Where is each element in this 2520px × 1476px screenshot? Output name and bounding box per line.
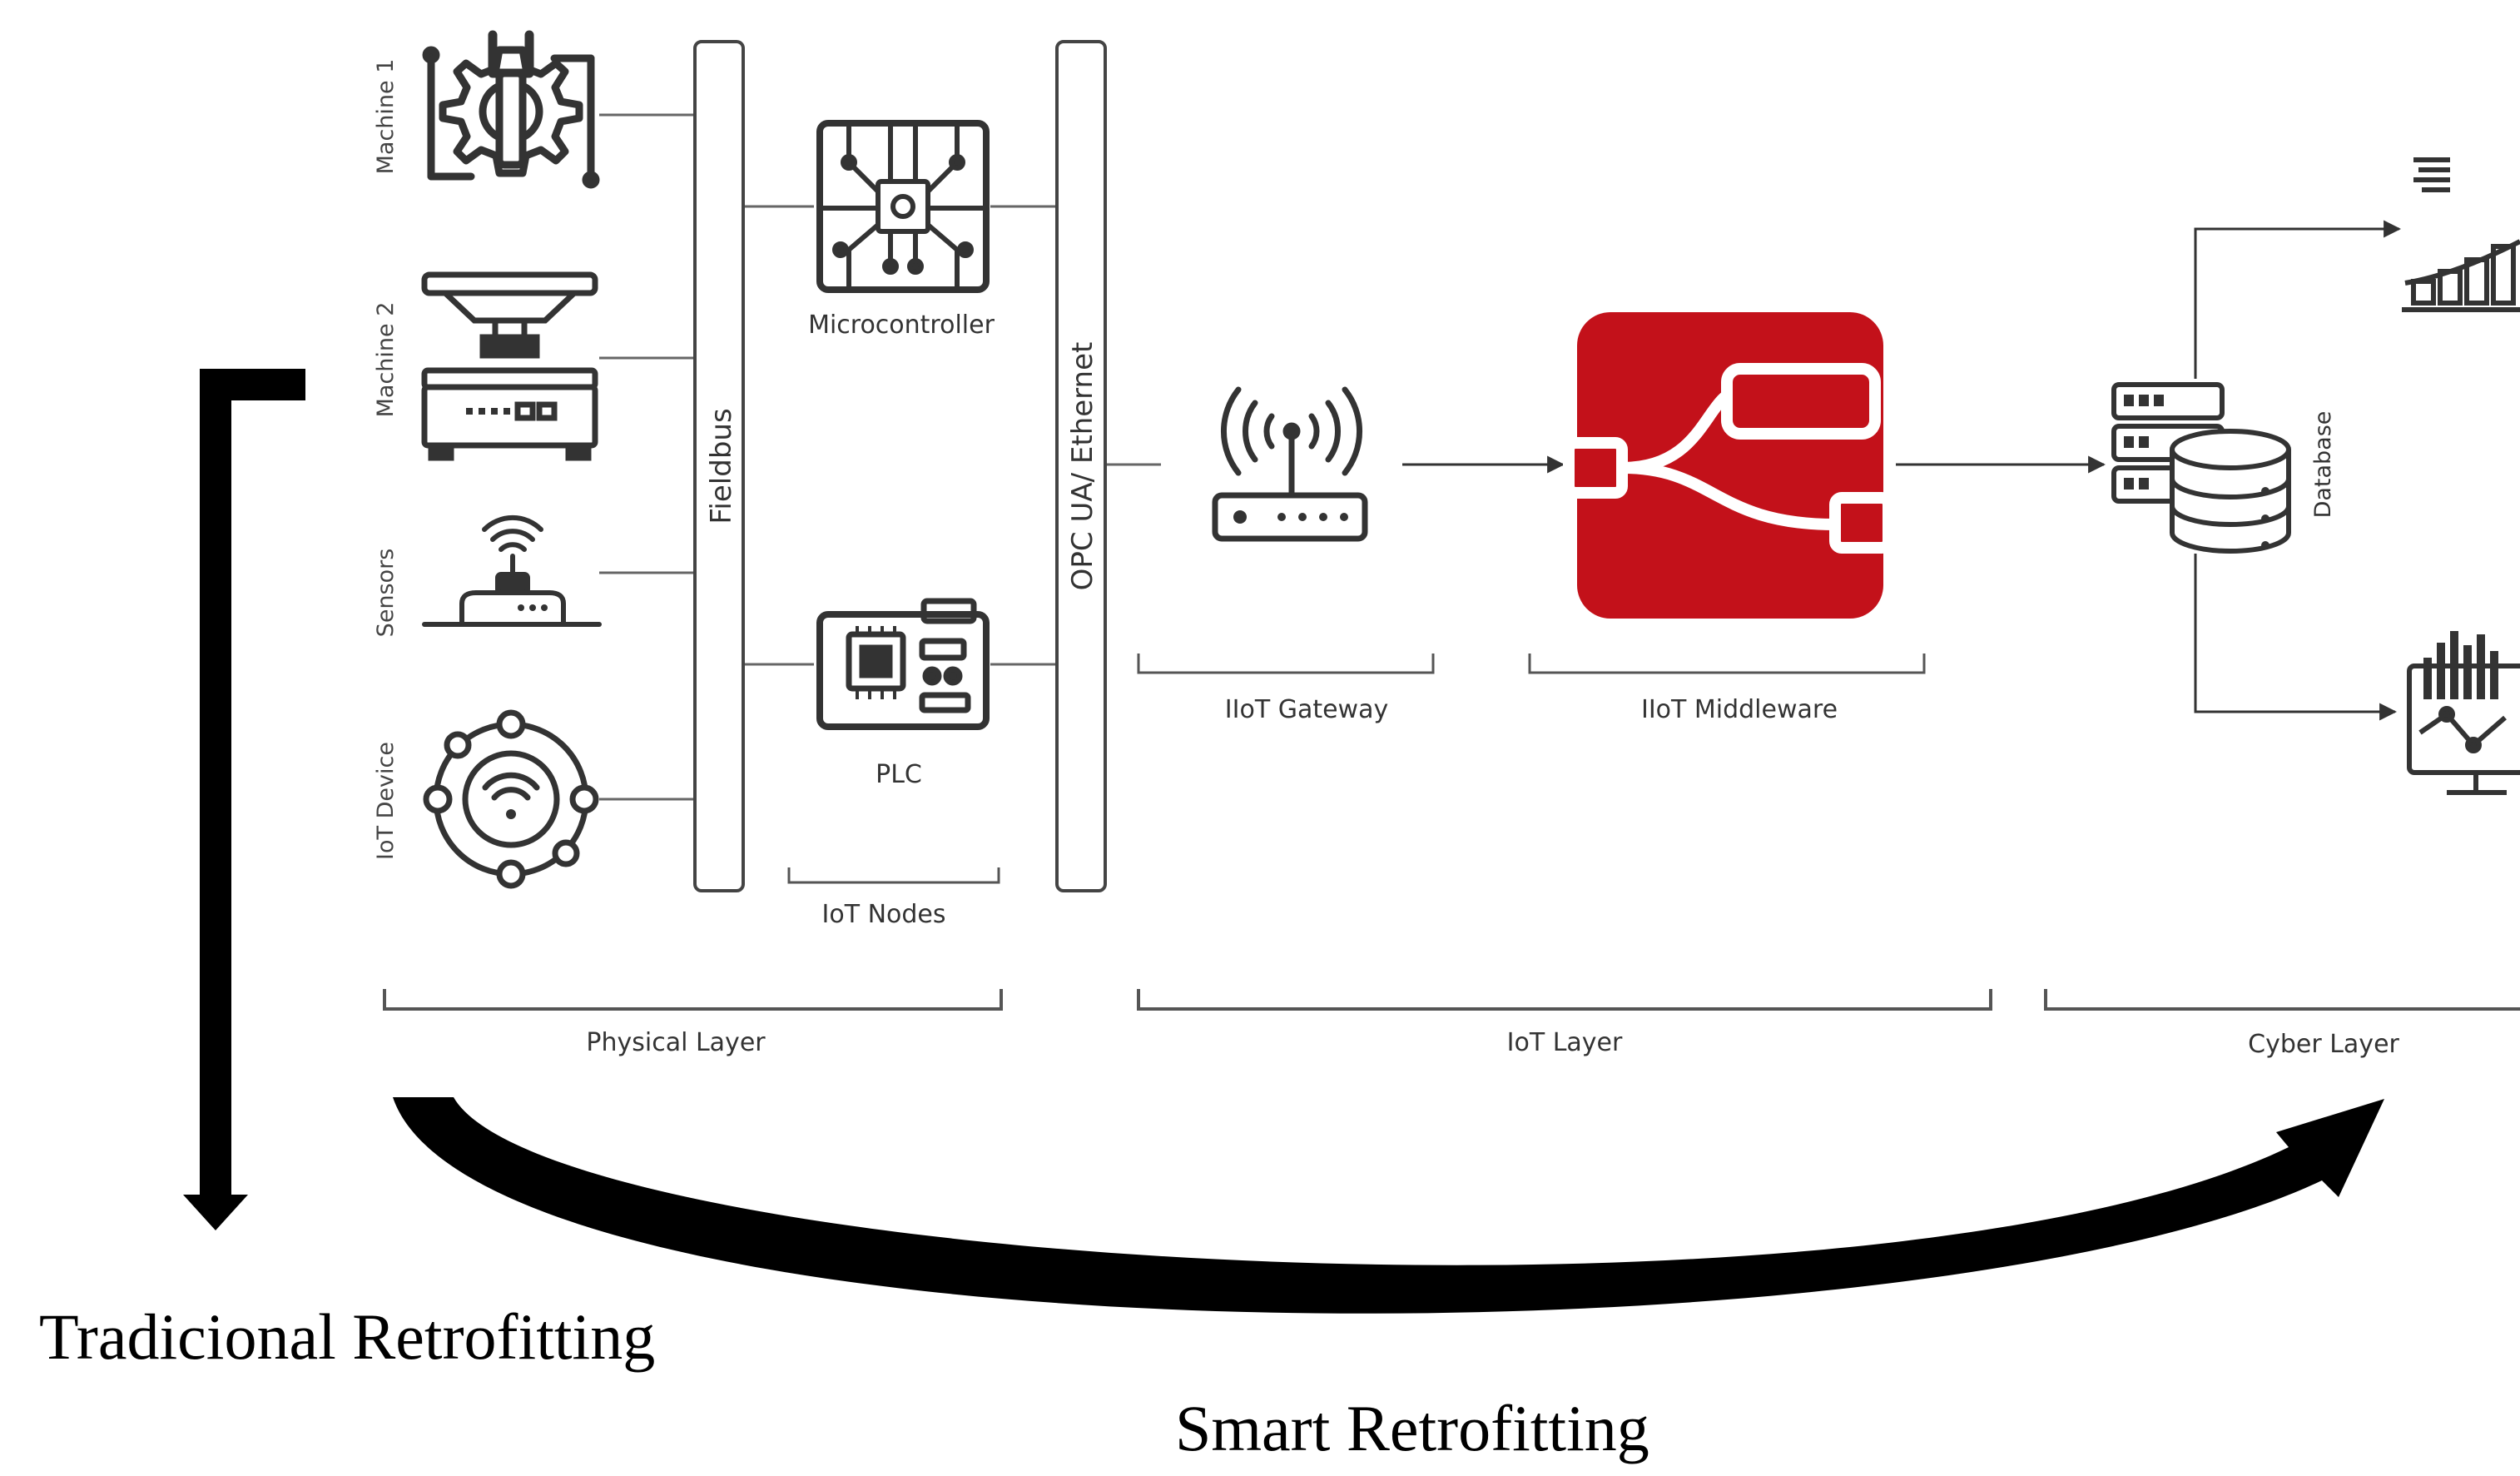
iiot-middleware-label: IIoT Middleware xyxy=(1641,695,1838,724)
database-to-dashboard-arrow xyxy=(2194,554,2398,721)
bar-chart-icon xyxy=(2402,157,2520,312)
plc-label: PLC xyxy=(876,760,922,789)
iot-device-label: IoT Device xyxy=(373,742,399,860)
fieldbus-label: Fieldbus xyxy=(705,408,738,524)
circuit-chip-icon xyxy=(816,120,990,293)
fieldbus-bar xyxy=(693,40,745,892)
wifi-circle-icon xyxy=(423,709,599,889)
physical-layer-bracket xyxy=(383,989,1003,1011)
smart-retrofitting-caption: Smart Retrofitting xyxy=(1175,1392,1649,1464)
database-to-analytics-arrow xyxy=(2194,220,2402,379)
opc-ua-ethernet-bar xyxy=(1055,40,1107,892)
wifi-router-icon xyxy=(1212,386,1368,542)
cyber-layer-label: Cyber Layer xyxy=(2248,1030,2399,1059)
physical-layer-label: Physical Layer xyxy=(586,1028,766,1057)
machine1-label: Machine 1 xyxy=(373,59,399,175)
flow-arrows xyxy=(1402,220,2402,721)
sensors-label: Sensors xyxy=(373,549,399,638)
opc-ua-ethernet-label: OPC UA/ Ethernet xyxy=(1066,342,1099,591)
microcontroller-label: Microcontroller xyxy=(808,311,995,340)
iiot-middleware-bracket xyxy=(1528,654,1926,674)
smart-retrofitting-arrow xyxy=(393,1097,2384,1314)
iot-layer-label: IoT Layer xyxy=(1507,1028,1623,1057)
traditional-retrofitting-caption: Tradicional Retrofitting xyxy=(39,1300,655,1373)
plc-board-icon xyxy=(816,598,990,730)
node-red-icon xyxy=(1563,312,1894,619)
sensor-icon xyxy=(422,514,602,627)
iiot-gateway-bracket xyxy=(1137,654,1435,674)
traditional-retrofitting-arrow xyxy=(183,369,305,1230)
cyber-layer-bracket xyxy=(2044,989,2520,1011)
iot-nodes-bracket xyxy=(787,867,1000,884)
monitor-chart-icon xyxy=(2407,631,2520,795)
wrench-gear-icon xyxy=(422,30,600,189)
database-label: Database xyxy=(2310,411,2336,519)
iiot-gateway-label: IIoT Gateway xyxy=(1225,695,1388,724)
database-server-icon xyxy=(2111,382,2291,554)
iot-nodes-label: IoT Nodes xyxy=(822,900,946,929)
press-machine-icon xyxy=(421,271,598,461)
iot-layer-bracket xyxy=(1137,989,1992,1011)
machine2-label: Machine 2 xyxy=(373,302,399,418)
connector-lines xyxy=(599,113,1161,801)
